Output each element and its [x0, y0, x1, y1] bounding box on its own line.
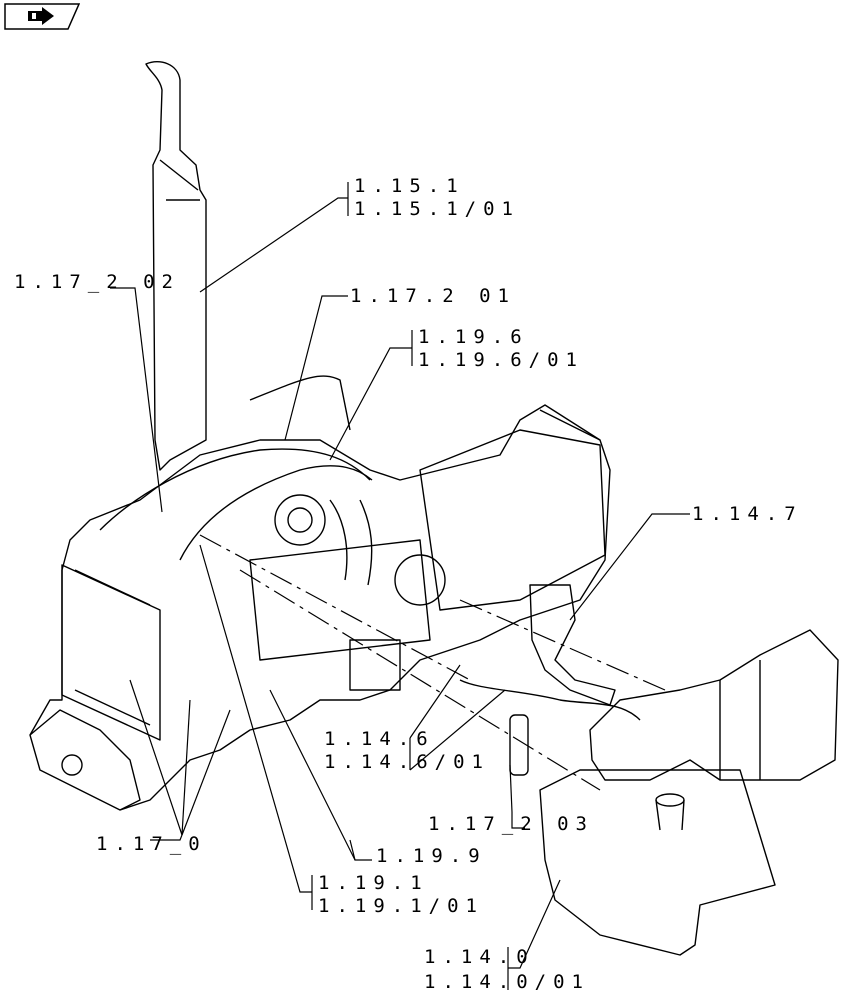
callout-1-19-9[interactable]: 1.19.9 [376, 845, 487, 867]
callout-1-14-7[interactable]: 1.14.7 [692, 503, 803, 525]
back-arrow-icon [28, 7, 54, 25]
callout-1-15-1-01[interactable]: 1.15.1/01 [354, 198, 520, 220]
leader-lines [110, 182, 690, 990]
callout-1-17-2-03[interactable]: 1.17_2 03 [428, 813, 594, 835]
machine-drawing [29, 61, 839, 956]
callout-1-19-6[interactable]: 1.19.6 [418, 326, 529, 348]
callout-1-15-1[interactable]: 1.15.1 [354, 175, 465, 197]
callout-1-14-0[interactable]: 1.14.0 [424, 946, 535, 968]
callout-1-19-1[interactable]: 1.19.1 [318, 872, 429, 894]
callout-1-17-2-01[interactable]: 1.17.2 01 [350, 285, 516, 307]
callout-1-14-6-01[interactable]: 1.14.6/01 [324, 751, 490, 773]
centerlines [199, 534, 666, 791]
callout-labels: 1.15.1 1.15.1/01 1.17_2 02 1.17.2 01 1.1… [14, 175, 803, 993]
callout-1-19-1-01[interactable]: 1.19.1/01 [318, 895, 484, 917]
callout-1-14-0-01[interactable]: 1.14.0/01 [424, 971, 590, 993]
back-navigation-button[interactable] [4, 3, 81, 30]
callout-1-14-6[interactable]: 1.14.6 [324, 728, 435, 750]
callout-1-17-0[interactable]: 1.17_0 [96, 833, 207, 855]
callout-1-17-2-02[interactable]: 1.17_2 02 [14, 271, 180, 293]
callout-1-19-6-01[interactable]: 1.19.6/01 [418, 349, 584, 371]
